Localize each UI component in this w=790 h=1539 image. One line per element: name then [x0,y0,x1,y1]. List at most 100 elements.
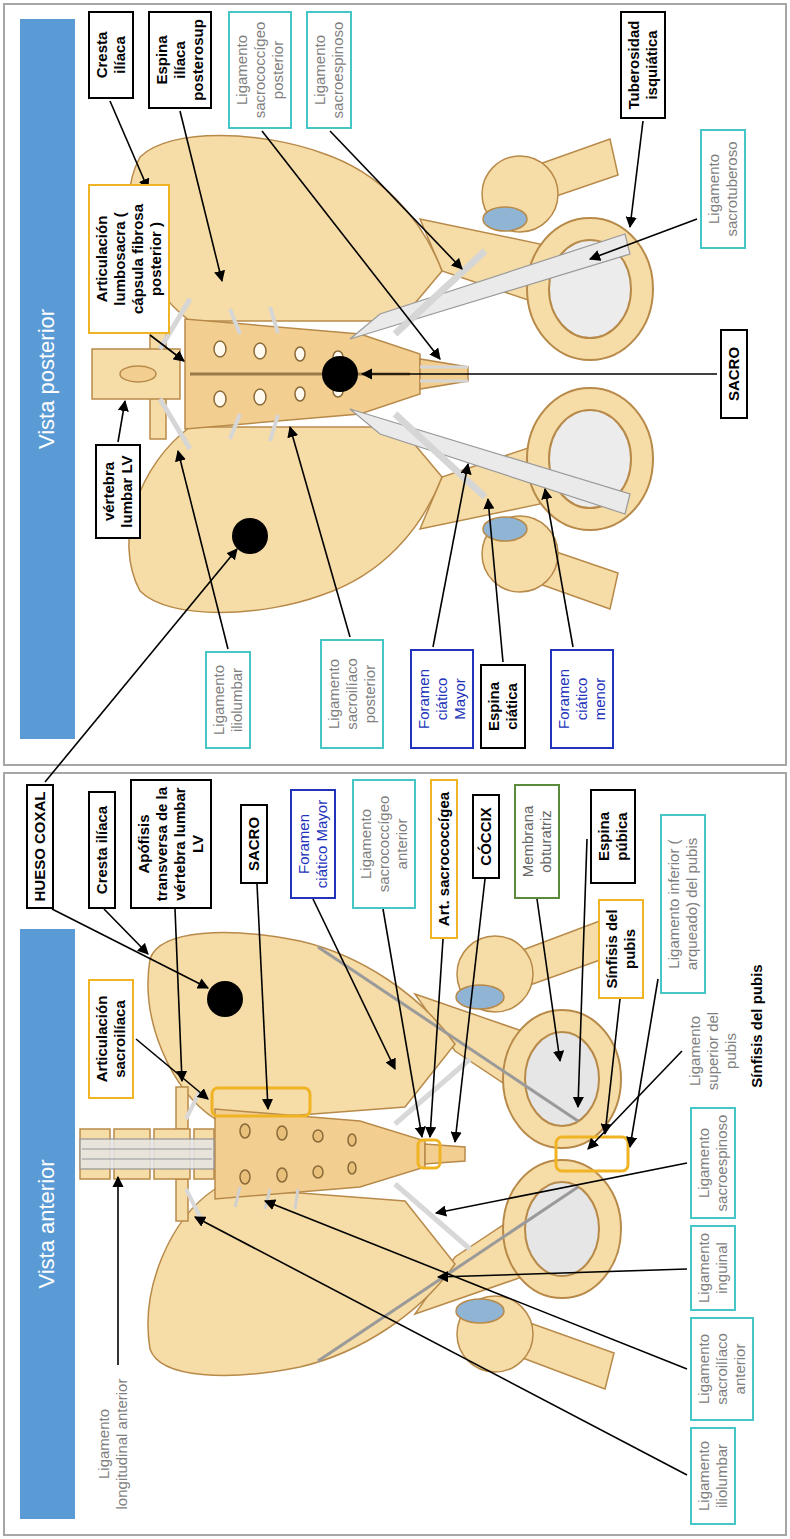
ligament-box: Ligamento sacroespinoso [690,1107,736,1219]
leader-line [430,939,443,1137]
foramen-box: Foramen ciático Mayor [410,649,474,749]
structure-name: Articulación lumbosacra ( cápsula fibros… [93,191,165,327]
panel-frame [4,4,786,1535]
pelvis-anterior [277,1168,287,1182]
structure-name: Ligamento sacroespinoso [695,1114,731,1212]
leader-line [630,979,658,1147]
pelvis-anterior [82,1148,212,1150]
pelvis-anterior [148,933,455,1119]
leader-line [588,1051,682,1149]
ligament-box: Ligamento iliolumbar [690,1427,736,1525]
pelvis-posterior [120,366,156,382]
structure-name: Espina ciática [485,671,521,742]
pelvis-anterior [240,1124,250,1138]
ligament-box: Ligamento sacrococcígeo posterior [228,11,292,129]
ligament-anterior [186,1091,200,1119]
structure-name: Foramen ciático Mayor [415,656,469,742]
leader-line [195,1217,687,1475]
structure-name: Art. sacrococcígea [435,786,453,932]
ligament-box: Ligamento iliolumbar [205,651,251,749]
pelvis-anterior [80,1139,214,1169]
structure-name: Apófisis transversa de la vértebra lumba… [135,786,207,902]
leader-line [265,1201,687,1369]
pelvis-anterior [514,1021,610,1137]
ligament-posterior [230,414,240,439]
leader-line [383,909,422,1137]
leader-line [178,451,228,649]
joint-box: Articulación lumbosacra ( cápsula fibros… [88,184,170,334]
ligament-posterior [270,307,278,333]
leader-line [257,884,268,1109]
structure-box: Espina ilíaca posterosup [148,11,212,109]
structure-name: Foramen ciático menor [555,656,609,742]
pelvis-posterior [214,391,226,407]
ligament-posterior [395,251,485,334]
structure-name: Ligamento sacroespinoso [311,18,347,122]
structure-name: Membrana obturatriz [519,791,555,892]
structure-box: Apófisis transversa de la vértebra lumba… [130,779,212,909]
ligament-label: Ligamento superior del pubis [686,1001,740,1101]
pelvis-posterior [129,136,442,322]
ligament-box: Ligamento sacrotuberoso [700,129,746,249]
pelvis-anterior [148,1189,455,1375]
pelvis-posterior [295,347,305,361]
ligament-posterior [420,380,468,383]
leader-line [118,401,125,442]
pelvis-anterior [215,1109,425,1199]
structure-name: Ligamento iliolumbar [210,658,246,742]
structure-name: Ligamento sacrococcígeo anterior [357,786,411,902]
structure-name: Espina ilíaca posterosup [153,18,207,102]
leader-line [117,1177,119,1365]
leader-line [136,1039,208,1099]
ligament-anterior [235,1187,240,1207]
ligament-posterior [160,399,190,449]
ligament-posterior [350,234,630,339]
structure-box: Tuberosidad isquiática [620,11,666,119]
ligament-anterior [295,1189,298,1209]
pelvis-anterior [82,1158,212,1160]
structure-box: SACRO [720,329,748,419]
ligament-posterior [395,414,485,497]
structure-box: CÓCCIX [472,794,500,879]
pelvis-posterior [129,427,442,613]
pelvis-anterior [456,985,504,1009]
ligament-posterior [230,309,240,334]
leader-line [52,909,208,988]
leader-line [590,219,697,259]
leader-line [362,373,717,375]
pelvis-anterior [425,1144,465,1164]
pelvis-anterior [313,1130,323,1142]
structure-name: Foramen ciático Mayor [295,796,331,892]
pelvis-anterior [348,1162,356,1174]
ligament-posterior [350,409,630,514]
foramen-box: Foramen ciático Mayor [290,789,336,899]
joint-outline [556,1137,628,1171]
ligament-label: Ligamento longitudinal anterior [95,1369,131,1519]
ligament-anterior [186,1189,200,1217]
structure-box: Espina púbica [590,789,636,884]
view-header: Vista anterior [20,929,75,1519]
leader-line [262,131,440,359]
ligament-anterior [265,1189,270,1209]
leader-line [545,489,573,647]
ligament-box: Ligamento sacrococcígeo anterior [352,779,416,909]
leader-line [330,131,462,269]
ligament-anterior [318,947,578,1121]
leader-line [110,101,148,189]
marker-dot [322,356,358,392]
pelvis-anterior [456,1299,504,1323]
structure-name: Ligamento sacrococcígeo posterior [233,18,287,122]
pelvis-anterior [520,1323,614,1389]
joint-box: Art. sacrococcígea [430,779,458,939]
ligament-box: Ligamento inguinal [690,1225,736,1311]
leader-line [104,909,148,954]
ligament-posterior [420,366,468,369]
view-header: Vista posterior [20,19,75,739]
joint-outline [212,1088,310,1116]
structure-box: Cresta ilíaca [88,11,134,99]
pelvis-posterior [214,341,226,357]
marker-dot [207,981,243,1017]
leader-line [438,1269,687,1277]
pelvis-posterior [295,387,305,401]
